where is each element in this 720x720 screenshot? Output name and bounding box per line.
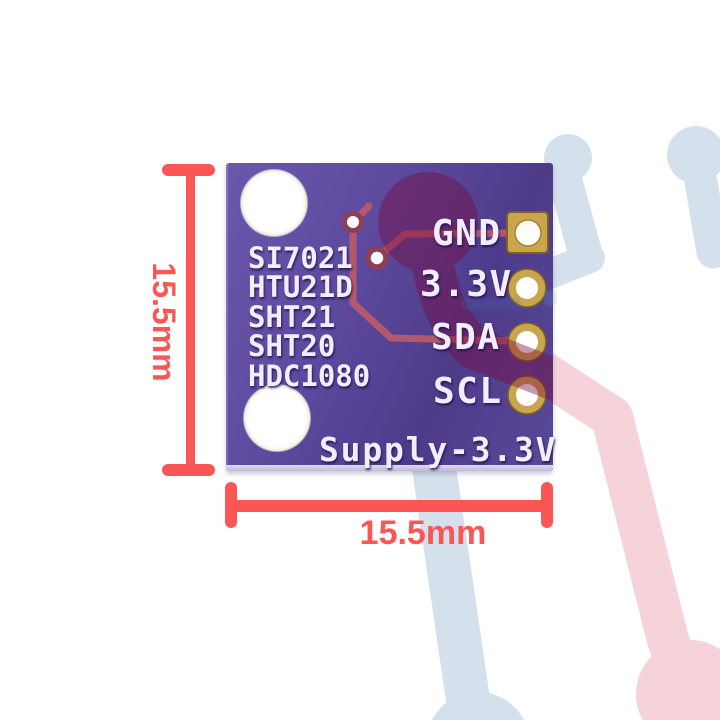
- horizontal-dimension-label: 15.5mm: [359, 514, 487, 552]
- pin-label-3v3: 3.3V: [420, 264, 513, 305]
- board-bottom-edge: [226, 465, 553, 471]
- vertical-dimension-cap-top: [162, 164, 215, 176]
- blue-stick-decoration-right: [667, 126, 720, 269]
- pin-label-sda: SDA: [431, 317, 501, 358]
- vertical-dimension-cap-bottom: [162, 464, 215, 476]
- chip-name: SHT20: [248, 329, 336, 364]
- watermark-smudge: [462, 298, 520, 310]
- vertical-dimension-line: [186, 168, 195, 472]
- trace-sda: [349, 218, 520, 345]
- via-icon: [342, 211, 364, 233]
- vertical-dimension-label: 15.5mm: [146, 262, 182, 382]
- pin-label-scl: SCL: [433, 371, 503, 412]
- via-icon: [365, 246, 389, 270]
- chip-name: SHT21: [248, 299, 336, 334]
- ribbon-shadow-overlay: [378, 172, 553, 402]
- horizontal-dimension-line: [230, 500, 548, 512]
- blue-ball-icon: [431, 692, 525, 720]
- horizontal-dimension-cap-right: [541, 482, 553, 528]
- mounting-hole-bottom: [244, 385, 310, 451]
- pin-label-gnd: GND: [432, 213, 502, 254]
- horizontal-dimension-cap-left: [225, 482, 237, 528]
- pink-ball-icon: [636, 640, 720, 720]
- blue-stick-decoration-left: [535, 134, 605, 289]
- supply-voltage-label: Supply-3.3V: [319, 430, 558, 469]
- chip-name: HDC1080: [248, 358, 371, 393]
- pin-pads: [506, 211, 549, 415]
- chip-name: HTU21D: [248, 270, 353, 305]
- pcb-copper-art: [342, 172, 553, 415]
- trace-gnd: [373, 229, 520, 262]
- mounting-hole-top: [241, 170, 307, 236]
- blue-band-decoration-bottom: [408, 418, 525, 720]
- watermark-smudge: [544, 290, 556, 306]
- pcb-board: SI7021 HTU21D SHT21 SHT20 HDC1080 GND 3.…: [226, 163, 556, 471]
- chip-compatibility-list: SI7021 HTU21D SHT21 SHT20 HDC1080: [248, 241, 371, 393]
- chip-name: SI7021: [248, 241, 353, 275]
- pink-ribbon-decoration: [519, 349, 720, 720]
